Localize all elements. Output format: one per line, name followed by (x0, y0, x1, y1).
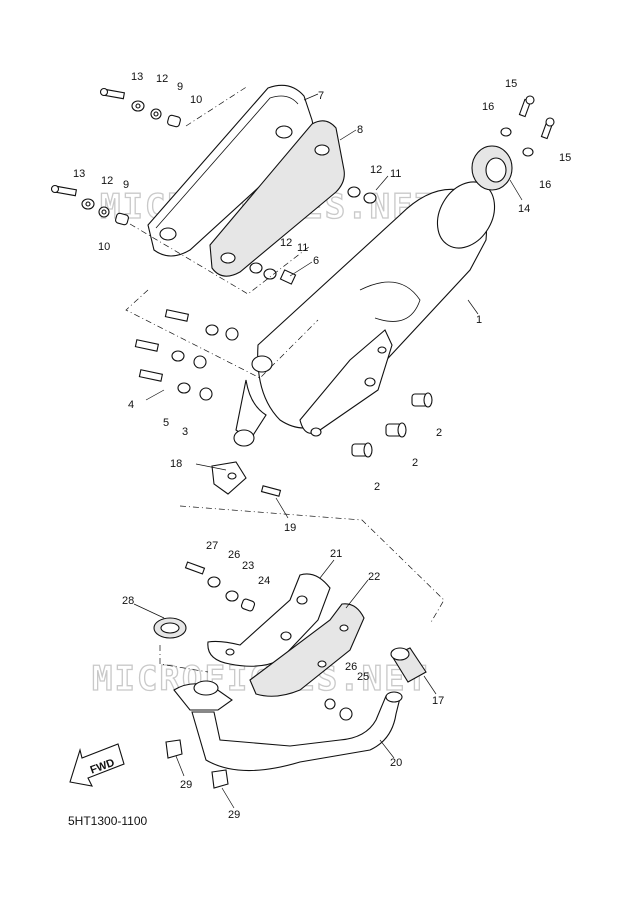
callout-13-upper: 13 (131, 71, 143, 83)
callout-7: 7 (318, 90, 324, 102)
callout-11-mid: 11 (297, 242, 308, 254)
callout-3: 3 (182, 426, 188, 438)
fastener-set-left (50, 184, 129, 226)
sleeve-17 (390, 647, 427, 683)
callout-26-lower: 26 (345, 661, 357, 673)
fwd-arrow: FWD (69, 743, 125, 787)
callout-16-lower: 16 (539, 179, 551, 191)
callout-13-left: 13 (73, 168, 85, 180)
bracket-21 (207, 573, 331, 667)
callout-6: 6 (313, 255, 319, 267)
bolt-set-front (134, 309, 433, 458)
bracket-18 (211, 461, 282, 497)
callout-5: 5 (163, 417, 169, 429)
callout-12-right: 12 (370, 164, 382, 176)
end-cap-14 (471, 95, 555, 191)
callout-8: 8 (357, 124, 363, 136)
callout-26-upper: 26 (228, 549, 240, 561)
callout-12-mid: 12 (280, 237, 292, 249)
washers-11-12 (249, 186, 377, 285)
muffler-1 (233, 181, 496, 447)
callout-22: 22 (368, 571, 380, 583)
callout-29-left: 29 (180, 779, 192, 791)
callout-29-right: 29 (228, 809, 240, 821)
washers-25-26 (324, 698, 353, 721)
leader-lines (133, 93, 523, 809)
callout-4: 4 (128, 399, 134, 411)
diagram-code: 5HT1300-1100 (68, 814, 148, 828)
callout-14: 14 (518, 203, 530, 215)
heat-shield-7 (147, 84, 314, 257)
callout-1: 1 (476, 314, 482, 326)
assembly-lines (125, 85, 445, 673)
callouts: 13 12 9 10 7 8 13 12 9 10 12 11 12 11 6 … (73, 71, 571, 821)
callout-21: 21 (330, 548, 342, 560)
callout-2-top: 2 (436, 427, 442, 439)
callout-12-left: 12 (101, 175, 113, 187)
nuts-29 (165, 739, 229, 789)
callout-23: 23 (242, 560, 254, 572)
callout-28: 28 (122, 595, 134, 607)
callout-19: 19 (284, 522, 296, 534)
callout-15-lower: 15 (559, 152, 571, 164)
callout-17: 17 (432, 695, 444, 707)
callout-20: 20 (390, 757, 402, 769)
callout-2-mid: 2 (412, 457, 418, 469)
callout-11-right: 11 (390, 168, 401, 180)
callout-9-left: 9 (123, 179, 129, 191)
callout-9-upper: 9 (177, 81, 183, 93)
callout-10-upper: 10 (190, 94, 202, 106)
callout-18: 18 (170, 458, 182, 470)
callout-15-upper: 15 (505, 78, 517, 90)
callout-27: 27 (206, 540, 218, 552)
callout-24: 24 (258, 575, 270, 587)
callout-12-upper: 12 (156, 73, 168, 85)
fastener-set-lower (184, 561, 256, 612)
callout-2-bottom: 2 (374, 481, 380, 493)
gasket-28 (153, 617, 187, 639)
gasket-22 (249, 603, 365, 697)
fastener-set-upper (99, 87, 181, 128)
callout-25: 25 (357, 671, 369, 683)
exhaust-pipe-20 (173, 680, 403, 772)
gasket-8 (209, 120, 345, 277)
callout-10-left: 10 (98, 241, 110, 253)
callout-16-upper: 16 (482, 101, 494, 113)
